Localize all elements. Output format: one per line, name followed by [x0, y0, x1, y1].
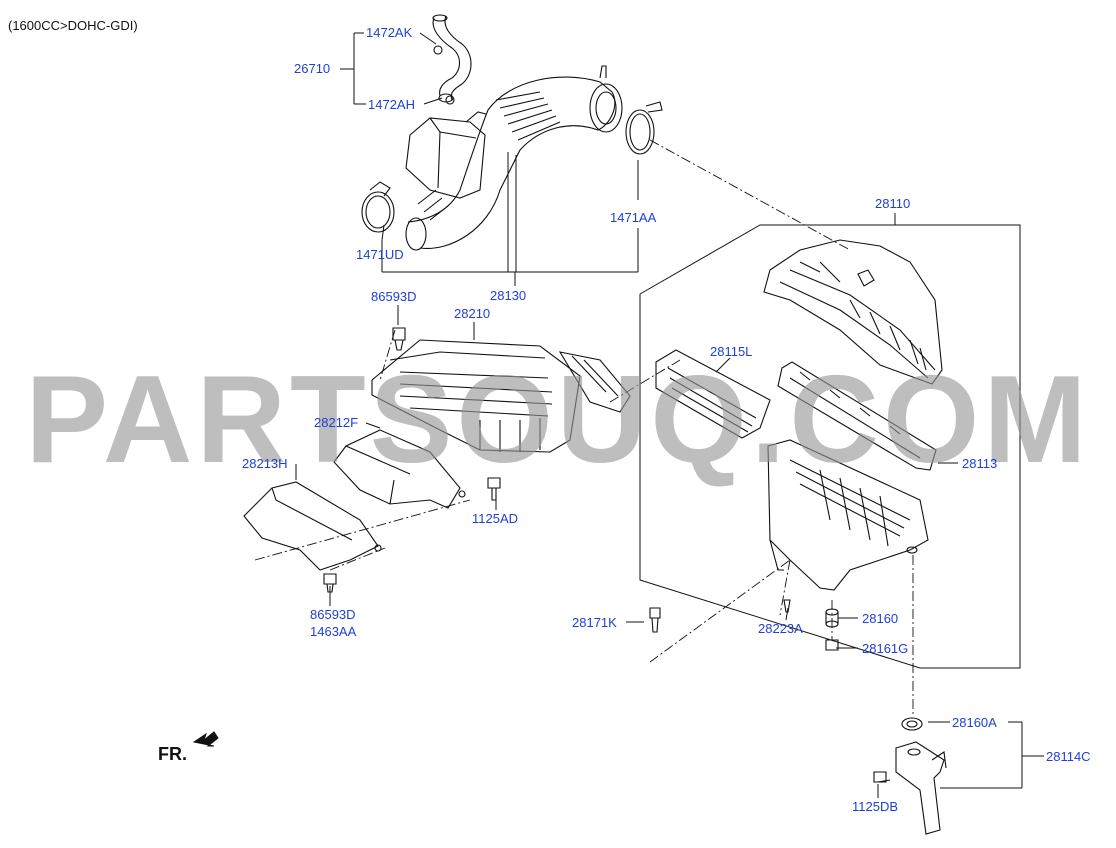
bracket-28213H [243, 481, 382, 571]
leader-lines [295, 32, 1044, 798]
bracket-28114C [895, 741, 947, 835]
part-label-86593D-top[interactable]: 86593D [371, 289, 417, 304]
clamp-1471UD [361, 181, 395, 233]
resonator-housing [405, 111, 487, 199]
panel-28115L [655, 349, 771, 439]
part-label-28161G[interactable]: 28161G [862, 641, 909, 656]
part-label-1472AH[interactable]: 1472AH [368, 97, 415, 112]
part-label-28114C[interactable]: 28114C [1046, 749, 1091, 764]
part-label-28160A[interactable]: 28160A [952, 715, 997, 730]
part-label-28113[interactable]: 28113 [962, 456, 998, 471]
engine-spec-header: (1600CC>DOHC-GDI) [8, 18, 138, 33]
air-cleaner-cover-28110 [763, 239, 943, 385]
hose-26710 [432, 14, 472, 105]
part-label-86593D-bottom[interactable]: 86593D [310, 607, 356, 622]
part-label-28223A[interactable]: 28223A [758, 621, 803, 636]
part-label-1125AD[interactable]: 1125AD [472, 511, 519, 526]
part-label-28110[interactable]: 28110 [875, 196, 911, 211]
part-label-1471UD[interactable]: 1471UD [356, 247, 404, 262]
fasteners [323, 327, 923, 783]
front-arrow-icon [192, 731, 219, 747]
air-cleaner-body-28210 [371, 339, 631, 453]
part-label-28130[interactable]: 28130 [490, 288, 527, 303]
part-label-28115L[interactable]: 28115L [710, 344, 753, 359]
part-label-26710[interactable]: 26710 [294, 61, 331, 76]
part-label-1125DB[interactable]: 1125DB [852, 799, 899, 814]
air-duct-28130 [405, 65, 623, 251]
part-label-28212F[interactable]: 28212F [314, 415, 359, 430]
filter-element-28113 [777, 361, 937, 471]
part-label-28171K[interactable]: 28171K [572, 615, 617, 630]
lower-housing [767, 439, 929, 591]
assembly-lines [254, 139, 914, 715]
part-label-28160[interactable]: 28160 [862, 611, 899, 626]
part-label-28213H[interactable]: 28213H [242, 456, 288, 471]
bracket-28212F [333, 429, 466, 509]
front-direction-label: FR. [158, 744, 187, 764]
part-label-1463AA[interactable]: 1463AA [310, 624, 357, 639]
clamp-1471AA [625, 101, 663, 155]
part-label-1472AK[interactable]: 1472AK [366, 25, 413, 40]
part-label-28210[interactable]: 28210 [454, 306, 491, 321]
part-label-1471AA[interactable]: 1471AA [610, 210, 657, 225]
